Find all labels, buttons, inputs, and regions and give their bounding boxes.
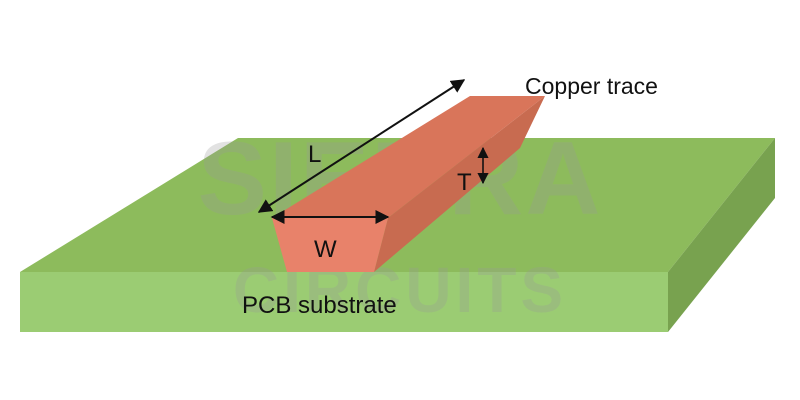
substrate-front-face bbox=[20, 272, 668, 332]
labels: Copper trace L W T PCB substrate bbox=[242, 73, 658, 319]
length-arrow bbox=[257, 79, 466, 213]
thickness-label: T bbox=[457, 169, 472, 196]
width-label: W bbox=[314, 236, 337, 263]
dimension-arrows bbox=[257, 79, 489, 224]
substrate-label: PCB substrate bbox=[242, 292, 397, 319]
trace-front-face bbox=[272, 218, 388, 272]
substrate-side-face bbox=[668, 138, 775, 332]
length-label: L bbox=[308, 141, 321, 168]
copper-trace-label: Copper trace bbox=[525, 73, 658, 99]
